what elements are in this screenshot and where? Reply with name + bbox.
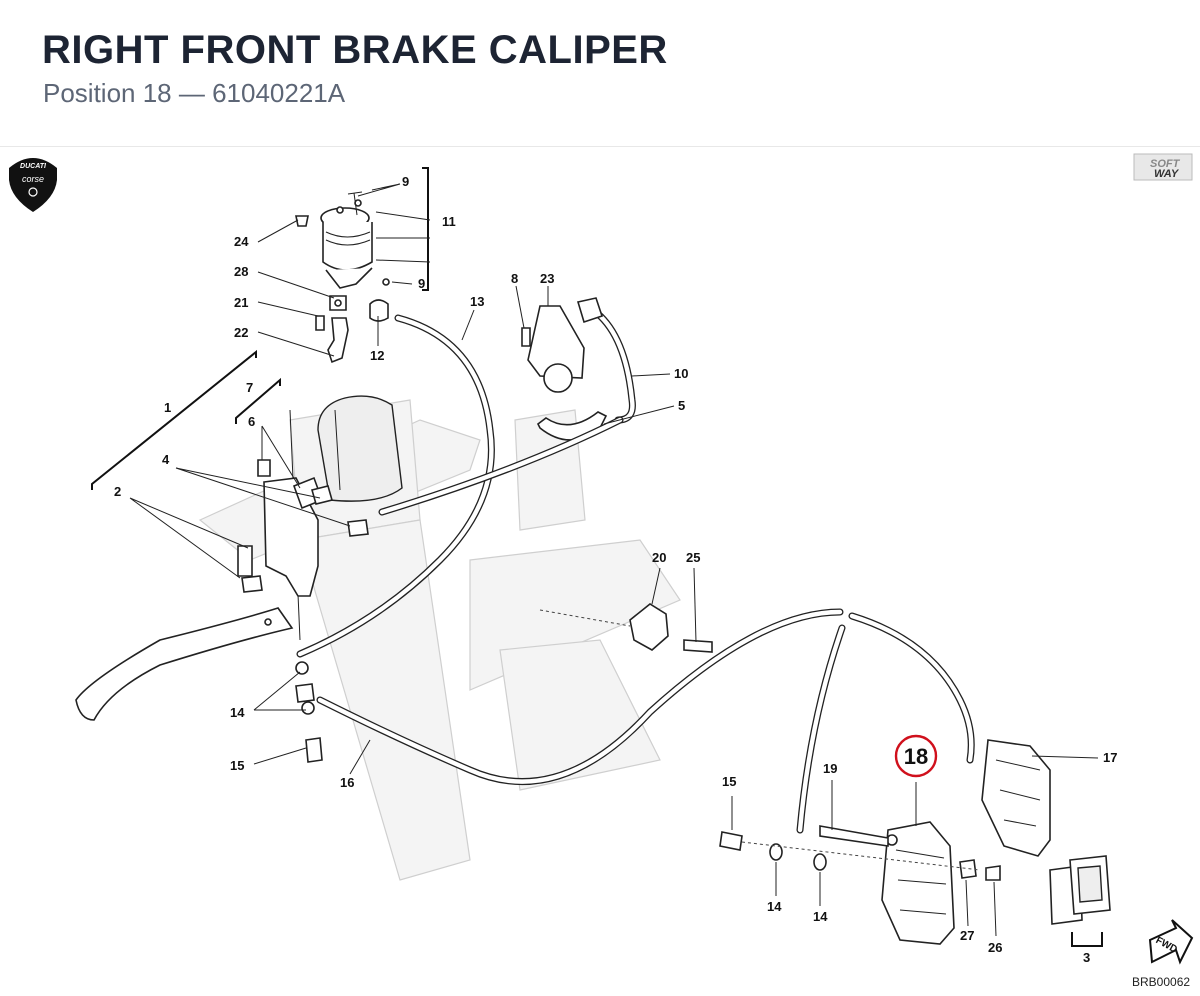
- drawing-reference: BRB00062: [1132, 975, 1190, 989]
- bracket-3: [1071, 932, 1103, 947]
- brake-fluid-reservoir: [320, 199, 373, 289]
- bracket-11: [422, 167, 429, 291]
- callout-4: 4: [162, 452, 170, 467]
- callout-7: 7: [246, 380, 253, 395]
- callout-2: 2: [114, 484, 121, 499]
- hose-13: [296, 314, 624, 658]
- callout-6: 6: [248, 414, 255, 429]
- page-header: RIGHT FRONT BRAKE CALIPER Position 18 — …: [0, 0, 1200, 147]
- callout-23: 23: [540, 271, 554, 286]
- callout-8: 8: [511, 271, 518, 286]
- callout-20: 20: [652, 550, 666, 565]
- callout-15-right: 15: [722, 774, 736, 789]
- callout-19: 19: [823, 761, 837, 776]
- callout-14-mid: 14: [767, 899, 782, 914]
- callout-28: 28: [234, 264, 248, 279]
- hose-10: [576, 297, 636, 424]
- leader-lines: [129, 183, 1099, 937]
- softway-logo: SOFT WAY: [1133, 153, 1193, 181]
- callout-9-top: 9: [402, 174, 409, 189]
- left-banjo-hardware: [295, 661, 323, 763]
- caliper-hardware: [719, 825, 1001, 881]
- screws-9: [347, 191, 390, 286]
- bracket-and-bolt: [539, 603, 713, 653]
- reservoir-bracket-parts: [295, 215, 389, 364]
- highlight-position-18: 18: [894, 734, 938, 778]
- caliper-17: [981, 739, 1051, 857]
- callout-14-left: 14: [230, 705, 245, 720]
- callout-27: 27: [960, 928, 974, 943]
- hose-16: [316, 608, 975, 834]
- callout-1: 1: [164, 400, 171, 415]
- brake-pads-3: [1049, 855, 1111, 925]
- callout-9-bottom: 9: [418, 276, 425, 291]
- brake-lever: [75, 607, 294, 721]
- callout-14-right: 14: [813, 909, 828, 924]
- fork-background: [198, 395, 681, 881]
- ducati-logo-text: DUCATI: [20, 163, 47, 170]
- exploded-parts-diagram: DUCATI corse SOFT WAY: [0, 146, 1200, 991]
- callout-5: 5: [678, 398, 685, 413]
- master-cylinder-body: [237, 459, 369, 597]
- callout-22: 22: [234, 325, 248, 340]
- corse-logo-text: corse: [22, 174, 44, 184]
- callout-16: 16: [340, 775, 354, 790]
- callout-17: 17: [1103, 750, 1117, 765]
- callout-26: 26: [988, 940, 1002, 955]
- callout-18: 18: [904, 744, 928, 769]
- forward-direction-arrow: FWD: [1148, 919, 1194, 965]
- callout-labels: 1 2 3 4 5 6 7 8 9 9 10 11 12 13 14 14 14…: [114, 174, 1117, 965]
- callout-10: 10: [674, 366, 688, 381]
- callout-12: 12: [370, 348, 384, 363]
- softway-bottom-text: WAY: [1154, 168, 1180, 180]
- callout-21: 21: [234, 295, 248, 310]
- ducati-corse-logo: DUCATI corse: [9, 158, 57, 212]
- callout-13: 13: [470, 294, 484, 309]
- bracket-7: [235, 377, 281, 424]
- page-title: RIGHT FRONT BRAKE CALIPER: [42, 28, 668, 72]
- softway-top-text: SOFT: [1150, 158, 1181, 170]
- callout-15-left: 15: [230, 758, 244, 773]
- handlebar-clamp-parts: [521, 305, 608, 441]
- callout-25: 25: [686, 550, 700, 565]
- caliper-18-right-front: [881, 821, 955, 945]
- callout-24: 24: [234, 234, 249, 249]
- highlight-circle: [894, 734, 938, 778]
- page-subtitle: Position 18 — 61040221A: [43, 78, 346, 108]
- callout-11: 11: [442, 214, 456, 229]
- diagram-svg: DUCATI corse SOFT WAY: [9, 153, 1194, 989]
- callout-3: 3: [1083, 950, 1090, 965]
- bracket-1: [91, 349, 257, 490]
